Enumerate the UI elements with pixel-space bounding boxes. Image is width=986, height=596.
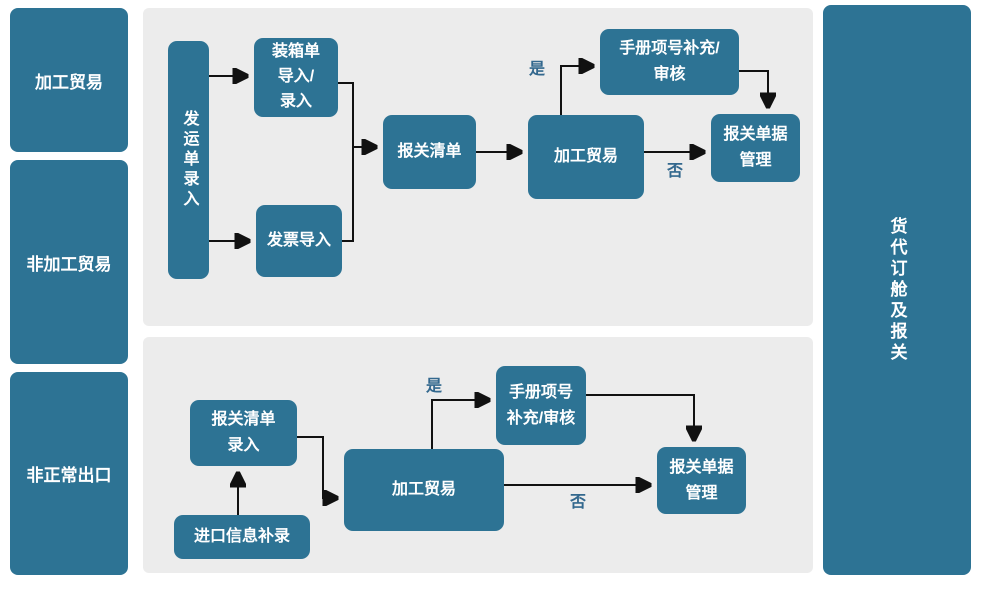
edge-label-yes-bottom: 是 (425, 378, 443, 395)
node-invoice-import: 发票导入 (256, 205, 342, 277)
category-abnormal-export: 非正常出口 (10, 372, 128, 575)
node-label: 进口信息补录 (193, 528, 290, 546)
node-declaration-list: 报关清单 (383, 115, 476, 189)
category-processing-trade: 加工贸易 (10, 8, 128, 152)
edge-label-yes-top: 是 (528, 61, 546, 78)
node-import-info-supplement: 进口信息补录 (174, 515, 310, 559)
node-declaration-doc-mgmt-top: 报关单据 管理 (711, 114, 800, 182)
node-label: 加工贸易 (553, 148, 618, 166)
edge-label-no-top: 否 (666, 163, 684, 180)
node-label: 报关单据 管理 (669, 458, 734, 502)
node-label: 发运单录入 (180, 110, 198, 210)
node-packing-list-import: 装箱单 导入/ 录入 (254, 38, 338, 117)
node-label: 报关清单 录入 (211, 411, 276, 454)
forwarder-booking-customs-label: 货代订舱及报关 (887, 216, 907, 364)
node-label: 装箱单 导入/ 录入 (271, 43, 320, 110)
node-label: 加工贸易 (391, 481, 456, 499)
node-manual-item-supplement-bottom: 手册项号 补充/审核 (496, 366, 586, 445)
category-label: 非加工贸易 (26, 254, 112, 274)
forwarder-booking-customs-box: 货代订舱及报关 (823, 5, 971, 575)
edge-label-no-bottom: 否 (569, 494, 587, 511)
node-processing-trade-decision-top: 加工贸易 (528, 115, 644, 199)
node-label: 报关单据 管理 (723, 126, 788, 169)
category-label: 加工贸易 (35, 72, 103, 92)
node-manual-item-supplement-top: 手册项号补充/ 审核 (600, 29, 739, 95)
node-declaration-doc-mgmt-bottom: 报关单据 管理 (657, 447, 746, 514)
node-label: 报关清单 (397, 143, 462, 161)
node-processing-trade-decision-bottom: 加工贸易 (344, 449, 504, 531)
node-shipping-order-entry: 发运单录入 (168, 41, 209, 279)
node-label: 发票导入 (266, 232, 331, 250)
node-label: 手册项号补充/ 审核 (619, 40, 720, 83)
node-label: 手册项号 补充/审核 (506, 383, 576, 427)
category-label: 非正常出口 (26, 466, 112, 485)
node-declaration-list-entry: 报关清单 录入 (190, 400, 297, 466)
category-non-processing-trade: 非加工贸易 (10, 160, 128, 364)
